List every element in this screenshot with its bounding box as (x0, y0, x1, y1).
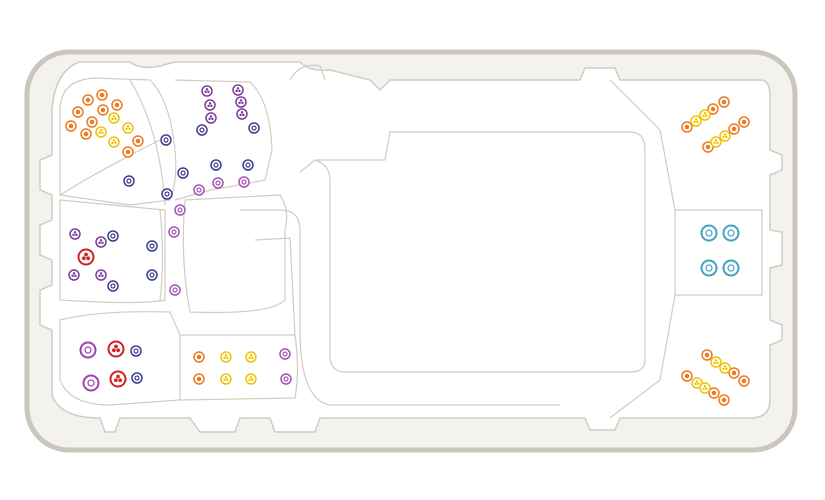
orange-jet-icon (82, 94, 94, 106)
orange-jet-icon (86, 116, 98, 128)
violet-jet-icon (238, 176, 250, 188)
purple-rotary-jet-icon (95, 269, 107, 281)
orange-jet-icon (738, 116, 750, 128)
purple-rotary-jet-icon (68, 269, 80, 281)
orange-jet-icon (132, 135, 144, 147)
cyan-jet-icon (700, 224, 718, 242)
orange-jet-icon (681, 370, 693, 382)
purple-rotary-jet-icon (232, 84, 244, 96)
large-violet-jet-icon (79, 341, 97, 359)
orange-jet-icon (681, 121, 693, 133)
jets-layer (65, 84, 750, 406)
yellow-rotary-jet-icon (710, 356, 722, 368)
orange-jet-icon (738, 375, 750, 387)
purple-rotary-jet-icon (236, 108, 248, 120)
step-bottom-right (681, 349, 750, 406)
navy-jet-icon (107, 280, 119, 292)
orange-jet-icon (65, 120, 77, 132)
orange-jet-icon (96, 89, 108, 101)
step-top-right (681, 96, 750, 153)
orange-jet-icon (193, 373, 205, 385)
orange-jet-icon (718, 394, 730, 406)
yellow-rotary-jet-icon (220, 373, 232, 385)
yellow-rotary-jet-icon (691, 377, 703, 389)
violet-jet-icon (169, 284, 181, 296)
orange-jet-icon (193, 351, 205, 363)
yellow-rotary-jet-icon (699, 382, 711, 394)
navy-jet-icon (196, 124, 208, 136)
violet-jet-icon (193, 184, 205, 196)
violet-jet-icon (168, 226, 180, 238)
cyan-jet-icon (722, 224, 740, 242)
navy-jet-icon (130, 345, 142, 357)
orange-jet-icon (122, 146, 134, 158)
red-rotary-jet-icon (109, 370, 127, 388)
navy-jet-icon (146, 240, 158, 252)
seat-top-middle (107, 84, 260, 296)
orange-jet-icon (702, 141, 714, 153)
spa-inner-tub (39, 61, 783, 433)
seat-left-lounge (68, 228, 119, 281)
navy-jet-icon (146, 269, 158, 281)
cyan-jet-icon (722, 259, 740, 277)
seat-contours (59, 64, 763, 419)
yellow-rotary-jet-icon (245, 351, 257, 363)
yellow-rotary-jet-icon (245, 373, 257, 385)
yellow-rotary-jet-icon (220, 351, 232, 363)
orange-jet-icon (72, 106, 84, 118)
navy-jet-icon (123, 175, 135, 187)
navy-jet-icon (131, 372, 143, 384)
purple-rotary-jet-icon (235, 96, 247, 108)
navy-jet-icon (160, 134, 172, 146)
violet-jet-icon (279, 348, 291, 360)
yellow-rotary-jet-icon (122, 122, 134, 134)
navy-jet-icon (177, 167, 189, 179)
yellow-rotary-jet-icon (108, 136, 120, 148)
seat-bottom-left (79, 340, 143, 392)
purple-rotary-jet-icon (69, 228, 81, 240)
violet-jet-icon (280, 373, 292, 385)
seat-top-left-corner (65, 89, 254, 200)
navy-jet-icon (210, 159, 222, 171)
orange-jet-icon (111, 99, 123, 111)
purple-rotary-jet-icon (205, 112, 217, 124)
navy-jet-icon (107, 230, 119, 242)
purple-rotary-jet-icon (95, 236, 107, 248)
orange-jet-icon (728, 367, 740, 379)
cyan-jet-icon (700, 259, 718, 277)
violet-jet-icon (174, 204, 186, 216)
orange-jet-icon (80, 128, 92, 140)
yellow-rotary-jet-icon (719, 362, 731, 374)
orange-jet-icon (707, 103, 719, 115)
yellow-rotary-jet-icon (108, 112, 120, 124)
swim-jets-right (700, 224, 740, 277)
navy-jet-icon (161, 188, 173, 200)
yellow-rotary-jet-icon (95, 126, 107, 138)
yellow-rotary-jet-icon (690, 115, 702, 127)
red-rotary-jet-icon (77, 248, 95, 266)
yellow-rotary-jet-icon (719, 130, 731, 142)
orange-jet-icon (701, 349, 713, 361)
navy-jet-icon (248, 122, 260, 134)
orange-jet-icon (708, 387, 720, 399)
orange-jet-icon (97, 104, 109, 116)
purple-rotary-jet-icon (201, 85, 213, 97)
navy-jet-icon (242, 159, 254, 171)
violet-jet-icon (212, 177, 224, 189)
seat-footwell (193, 348, 292, 385)
purple-rotary-jet-icon (204, 99, 216, 111)
yellow-rotary-jet-icon (699, 109, 711, 121)
large-violet-jet-icon (82, 374, 100, 392)
red-rotary-jet-icon (107, 340, 125, 358)
orange-jet-icon (728, 123, 740, 135)
yellow-rotary-jet-icon (710, 136, 722, 148)
orange-jet-icon (718, 96, 730, 108)
